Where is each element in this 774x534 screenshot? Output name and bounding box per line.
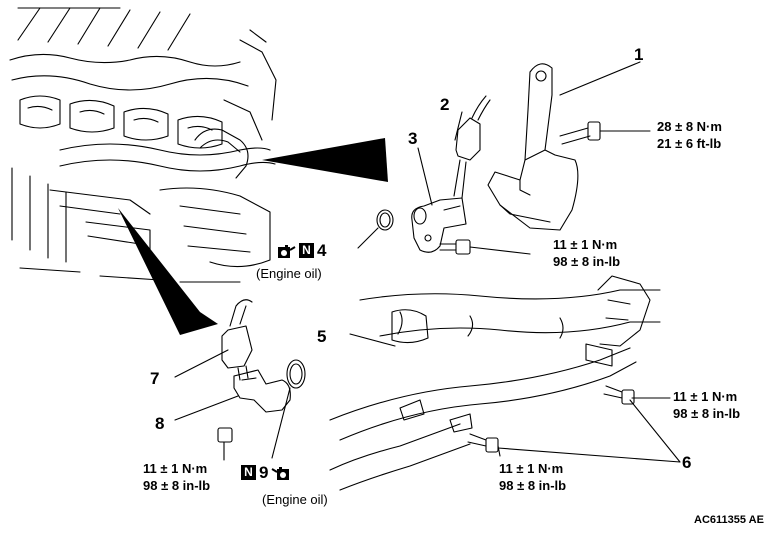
leader-4: [357, 227, 379, 249]
crankshaft-sensor-part: [233, 369, 291, 413]
leader-9: [271, 387, 291, 459]
oil-can-icon: [278, 244, 296, 258]
cam-sensor-bolt: [439, 239, 531, 255]
torque-clamp-center-nm: 11 ± 1 N·m: [499, 461, 564, 476]
note-engine-oil-4: (Engine oil): [256, 266, 322, 281]
connector-part-7: [221, 299, 253, 381]
torque-bracket: 28 ± 8 N·m 21 ± 6 ft-lb: [657, 118, 722, 152]
leader-5: [349, 333, 396, 347]
callout-2: 2: [440, 95, 450, 114]
leader-1: [559, 61, 641, 96]
pointer-wedge-lower: [118, 208, 218, 335]
torque-crank-sensor-inlb: 98 ± 8 in-lb: [143, 478, 211, 493]
o-ring-9: [286, 359, 306, 389]
bracket-part: [487, 63, 579, 231]
new-part-badge: N: [241, 465, 256, 480]
callout-5: 5: [317, 327, 327, 346]
symbol-group-9: N 9: [241, 464, 291, 481]
torque-bracket-ftlb: 21 ± 6 ft-lb: [657, 136, 722, 151]
torque-clamp-center: 11 ± 1 N·m 98 ± 8 in-lb: [499, 460, 566, 494]
new-part-badge: N: [299, 243, 314, 258]
torque-crank-sensor-nm: 11 ± 1 N·m: [143, 461, 208, 476]
callout-1: 1: [634, 45, 644, 64]
pointer-wedge-upper: [262, 138, 388, 182]
bracket-bolt: [559, 121, 651, 145]
callout-8: 8: [155, 414, 165, 433]
symbol-group-4: N 4: [276, 242, 326, 259]
torque-cam-sensor-nm: 11 ± 1 N·m: [553, 237, 618, 252]
note-engine-oil-9: (Engine oil): [262, 492, 328, 507]
torque-cam-sensor-inlb: 98 ± 8 in-lb: [553, 254, 621, 269]
torque-crank-sensor: 11 ± 1 N·m 98 ± 8 in-lb: [143, 460, 210, 494]
o-ring-4: [376, 209, 394, 231]
engine-block-sketch: [9, 7, 277, 283]
torque-bracket-nm: 28 ± 8 N·m: [657, 119, 722, 134]
torque-clamp-right-nm: 11 ± 1 N·m: [673, 389, 738, 404]
leader-7: [174, 349, 229, 378]
torque-clamp-center-inlb: 98 ± 8 in-lb: [499, 478, 567, 493]
callout-9: 9: [259, 463, 269, 482]
coolant-hose-assembly: [329, 275, 661, 491]
callout-6: 6: [682, 453, 692, 472]
connector-part-2: [453, 95, 491, 199]
callout-4: 4: [317, 241, 327, 260]
clamp-bolt-center: [467, 433, 499, 453]
leader-8: [174, 395, 239, 421]
oil-can-icon: [271, 466, 290, 480]
torque-clamp-right-inlb: 98 ± 8 in-lb: [673, 406, 741, 421]
figure-code: AC611355 AE: [694, 514, 764, 526]
clamp-bolt-right: [603, 385, 635, 405]
leader-2: [454, 111, 463, 141]
camshaft-sensor-part: [411, 197, 467, 253]
leader-3: [417, 147, 433, 206]
callout-3: 3: [408, 129, 418, 148]
torque-clamp-right: 11 ± 1 N·m 98 ± 8 in-lb: [673, 388, 740, 422]
torque-cam-sensor: 11 ± 1 N·m 98 ± 8 in-lb: [553, 236, 620, 270]
callout-7: 7: [150, 369, 160, 388]
leader-6: [497, 399, 681, 463]
crank-sensor-bolt: [217, 427, 233, 461]
